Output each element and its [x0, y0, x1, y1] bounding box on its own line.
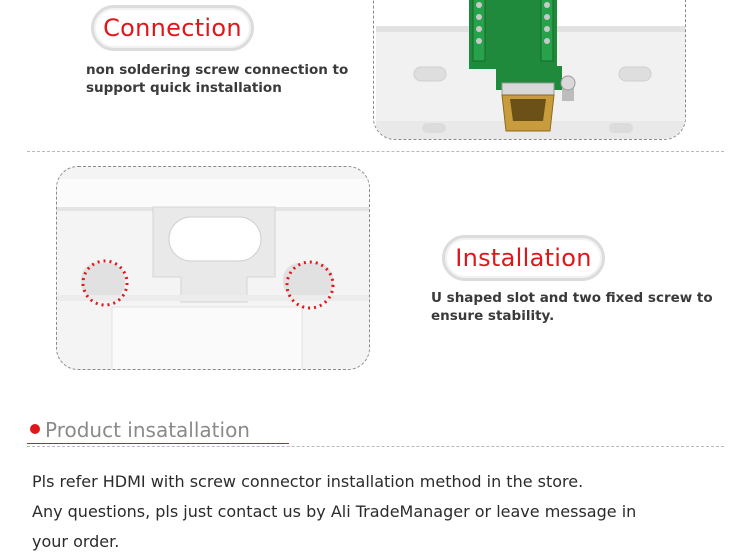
screw-hole-marker-left — [81, 259, 129, 307]
bullet-dot — [30, 424, 40, 434]
title-underline — [27, 443, 289, 444]
connector-illustration — [376, 0, 685, 139]
connection-description: non soldering screw connection to suppor… — [86, 62, 349, 96]
instruction-line-3: your order. — [32, 532, 120, 551]
instruction-line-1: Pls refer HDMI with screw connector inst… — [32, 472, 584, 491]
connection-badge: Connection — [91, 5, 254, 51]
plate-back-photo — [56, 166, 370, 370]
divider-2 — [27, 446, 724, 447]
connector-photo — [373, 0, 686, 140]
installation-badge: Installation — [442, 235, 605, 281]
section-title: Product insatallation — [45, 418, 250, 442]
plate-back-illustration — [57, 167, 369, 369]
installation-description: U shaped slot and two fixed screw to ens… — [431, 290, 713, 324]
screw-hole-marker-right — [285, 260, 335, 310]
instruction-line-2: Any questions, pls just contact us by Al… — [32, 502, 637, 521]
divider-1 — [27, 151, 724, 152]
